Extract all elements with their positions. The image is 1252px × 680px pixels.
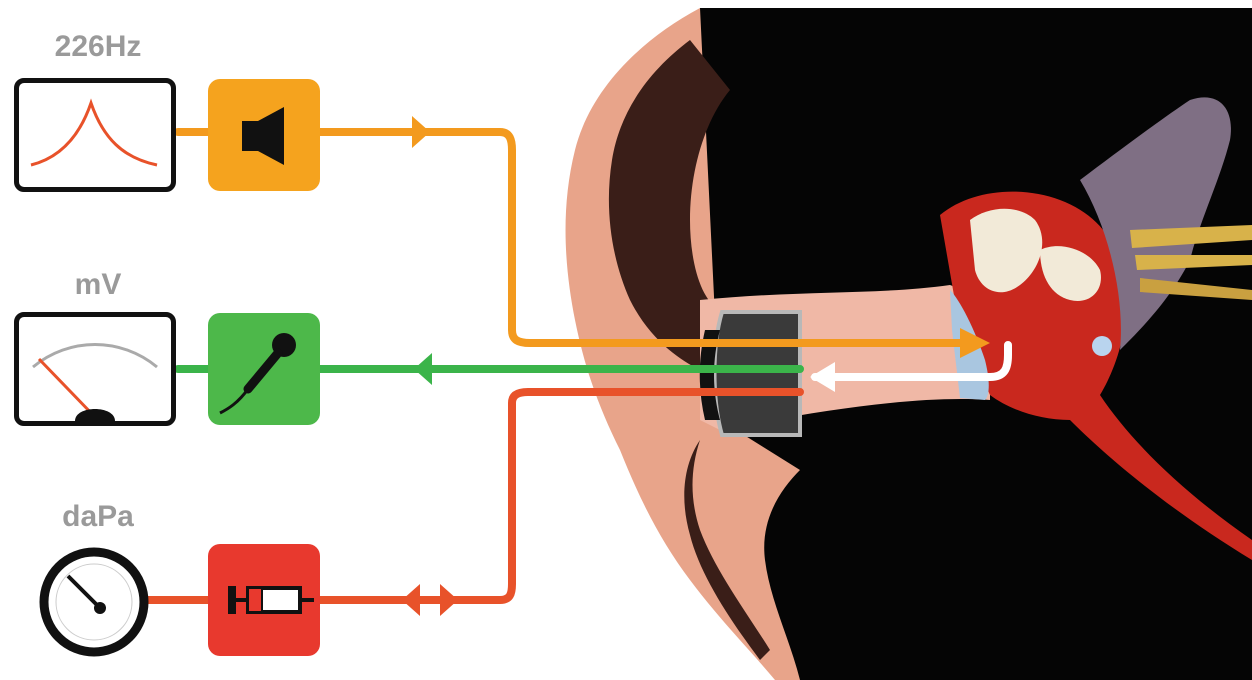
speaker-module [208, 79, 320, 191]
pressure-arrow-right [440, 584, 458, 616]
microphone-icon [208, 313, 320, 425]
microphone-arrow [414, 353, 432, 385]
frequency-display [14, 78, 176, 192]
pressure-gauge-dial [38, 546, 150, 658]
analog-meter-icon [19, 317, 171, 421]
pressure-arrow-left [402, 584, 420, 616]
pump-module [208, 544, 320, 656]
ear-probe [715, 312, 801, 435]
voltage-label: mV [18, 268, 178, 302]
probe-tone-arrow [412, 116, 430, 148]
resonance-curve-icon [19, 83, 171, 187]
voltmeter-display [14, 312, 176, 426]
speaker-icon [208, 79, 320, 191]
microphone-module [208, 313, 320, 425]
round-window [1092, 336, 1112, 356]
syringe-pump-icon [208, 544, 320, 656]
pressure-label: daPa [38, 500, 158, 534]
frequency-label: 226Hz [18, 30, 178, 64]
